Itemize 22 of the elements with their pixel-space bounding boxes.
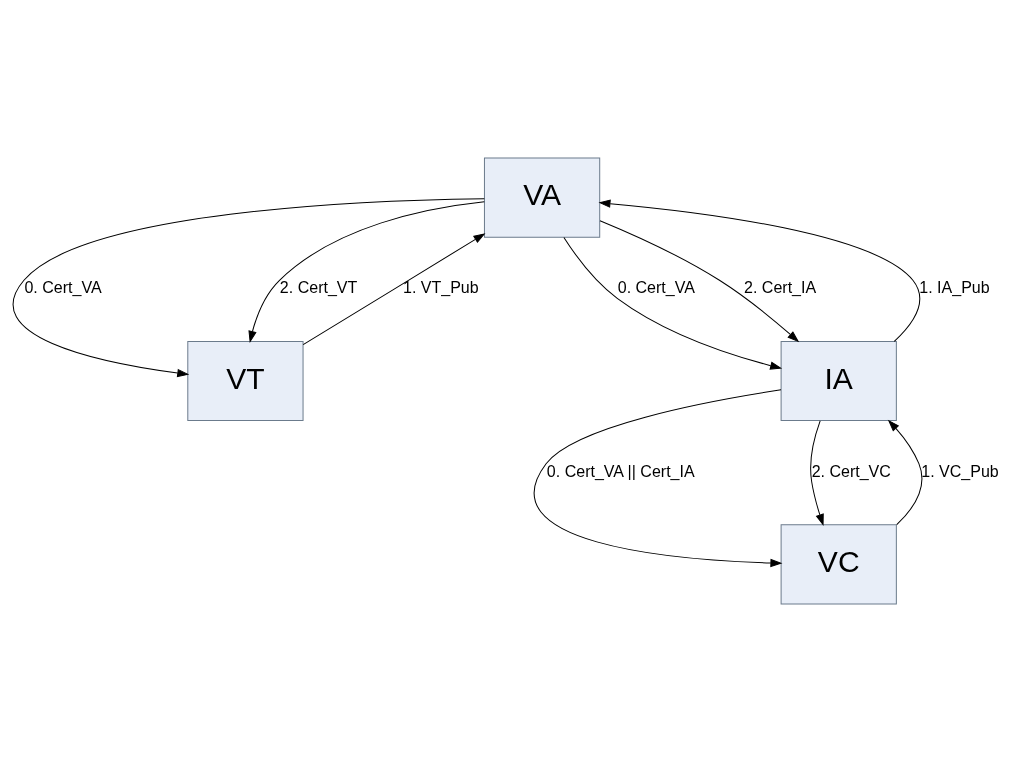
edge-label: 1. IA_Pub xyxy=(919,277,990,296)
arrow xyxy=(888,419,923,525)
node-box: VC xyxy=(780,523,897,604)
arrow xyxy=(302,233,485,345)
edge-label: 0. Cert_VA || Cert_IA xyxy=(546,461,695,480)
edge-label: 1. VT_Pub xyxy=(403,277,479,296)
edge-label: 0. Cert_VA xyxy=(24,277,102,296)
node-box: VT xyxy=(187,340,304,421)
edge-label: 2. Cert_VT xyxy=(279,277,358,296)
edge-label: 0. Cert_VA xyxy=(617,277,695,296)
arrow xyxy=(563,236,782,370)
arrow xyxy=(599,219,799,342)
arrow xyxy=(534,388,782,567)
edge-label: 2. Cert_IA xyxy=(744,277,817,296)
arrow xyxy=(810,419,824,525)
node-box: IA xyxy=(780,340,897,421)
node-box: VA xyxy=(483,157,601,238)
arrow xyxy=(248,200,485,342)
arrow xyxy=(12,197,485,377)
edge-label: 2. Cert_VC xyxy=(811,461,891,480)
edge-label: 1. VC_Pub xyxy=(921,461,999,480)
arrow xyxy=(599,199,921,342)
